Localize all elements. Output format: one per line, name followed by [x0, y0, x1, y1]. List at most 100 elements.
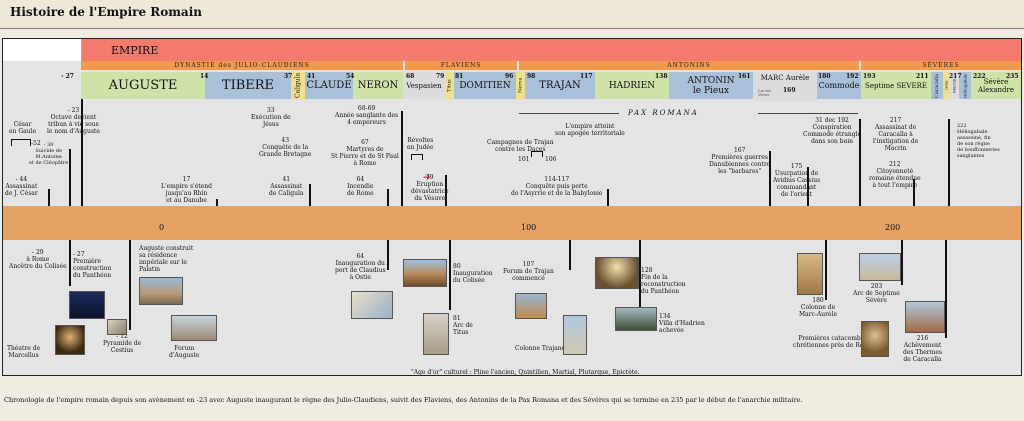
forum-auguste-photo: [171, 315, 217, 341]
pax-romana-label: PAX ROMANA: [628, 109, 699, 117]
year-161: 161: [738, 73, 751, 80]
emperor-caracalla: Caracalla: [931, 72, 943, 99]
emperor-neron: NERON: [353, 72, 403, 99]
forum-trajan-photo: [515, 293, 547, 319]
emperor-claude: CLAUDE: [305, 72, 353, 99]
arc-septime-photo: [859, 253, 901, 281]
dynasty-band-antonins: [519, 61, 859, 70]
timeline-frame: EMPIRE DYNASTIE des JULIO-CLAUDIENS FLAV…: [2, 38, 1022, 376]
colisee-photo: [403, 259, 447, 287]
emperor-auguste: AUGUSTE: [81, 72, 205, 99]
age-dor-note: "Age d'or" culturel : Pline l'ancien, Qu…: [411, 369, 640, 376]
thermes-caracalla-photo: [905, 301, 945, 333]
line-17: [216, 199, 218, 206]
line-minus44: [48, 189, 50, 206]
empire-band: [81, 39, 1021, 61]
emperor-hadrien: HADRIEN: [595, 72, 669, 99]
timeline-axis: [3, 206, 1021, 240]
emperor-septime: Septime SEVERE: [861, 72, 931, 99]
line-212: [913, 179, 915, 206]
emperor-titus: Titus: [445, 72, 454, 99]
pantheon-photo: [69, 291, 105, 319]
emperor-caligula: Caligula: [291, 72, 305, 99]
empire-label: EMPIRE: [111, 44, 159, 57]
line-175: [807, 167, 809, 206]
dynasty-label-antonins: ANTONINS: [667, 62, 711, 69]
line-79: [445, 175, 447, 206]
year-68: 68: [406, 73, 415, 80]
dynasty-band-severes: [861, 61, 1021, 70]
emperor-nerva: Nerva: [516, 72, 525, 99]
year-180: 180: [818, 73, 831, 80]
line-bottom-80: [449, 240, 451, 310]
pax-romana-line-right: [758, 113, 858, 114]
year-minus27: - 27: [61, 73, 74, 80]
dynasty-label-flaviens: FLAVIENS: [440, 62, 482, 69]
daces-year-101: 101: [518, 156, 530, 163]
emperor-antonin: ANTONIN le Pieux: [669, 72, 753, 99]
emperor-severe: Sévère: [983, 77, 1009, 86]
line-192: [859, 119, 861, 206]
axis-tick-200: 200: [885, 223, 901, 232]
colonne-marc-aurele-photo: [797, 253, 823, 295]
line-64: [387, 189, 389, 206]
emperor-alexandre: Alexandre: [977, 85, 1015, 94]
dynasty-label-julio: DYNASTIE des JULIO-CLAUDIENS: [174, 62, 310, 69]
line-114: [607, 189, 609, 206]
dynasty-band-julio: [81, 61, 403, 70]
daces-bracket: [531, 151, 543, 157]
line-bottom-minus27: [69, 240, 71, 286]
daces-year-106: 106: [545, 156, 557, 163]
year-81: 81: [455, 73, 464, 80]
year-192: 192: [846, 73, 859, 80]
axis-tick-0: 0: [159, 223, 165, 232]
line-bottom-107: [569, 240, 571, 270]
emperor-vespasien: Vespasien: [403, 72, 445, 99]
palatin-photo: [139, 277, 183, 305]
emperor-tibere: TIBERE: [205, 72, 291, 99]
pre-empire-blank: [3, 39, 82, 61]
emperor-verus: Lucius Verus: [758, 88, 772, 97]
villa-hadrien-photo: [615, 307, 657, 331]
emperor-marc-aurele: MARC Aurèle: [753, 72, 817, 101]
year-14: 14: [200, 73, 209, 80]
marcellus-photo: [55, 325, 85, 355]
year-96: 96: [505, 73, 514, 80]
line-bottom-64: [387, 240, 389, 270]
arc-titus-photo: [423, 313, 449, 355]
emperor-commode: Commode: [817, 72, 861, 99]
pyramide-photo: [107, 319, 127, 335]
line-bottom-128: [639, 240, 641, 320]
year-211: 211: [916, 73, 929, 80]
line-bottom-203: [901, 240, 903, 285]
dynasty-label-severes: SÉVÈRES: [922, 62, 960, 69]
ostie-photo: [351, 291, 393, 319]
